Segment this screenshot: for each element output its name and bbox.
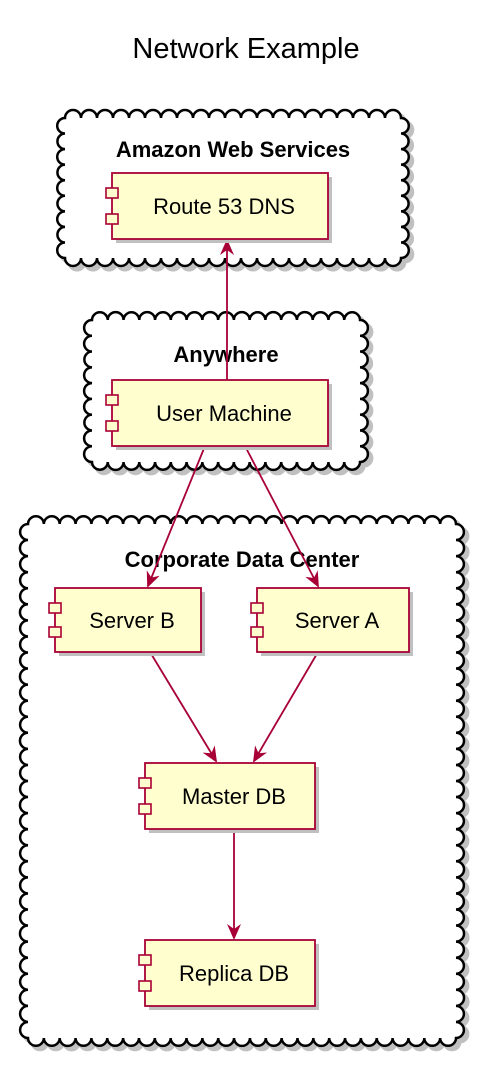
component-tab-icon [250,626,264,638]
component-label-master: Master DB [182,784,286,809]
edge-user-servera [244,445,319,588]
component-user[interactable]: User Machine [105,379,332,450]
component-label-replica: Replica DB [179,961,289,986]
component-tab-icon [138,803,152,815]
component-tab-icon [105,213,119,225]
component-tab-icon [105,394,119,406]
component-body [111,172,329,240]
cloud-title-corp: Corporate Data Center [125,547,360,572]
component-label-serverb: Server B [89,608,175,633]
component-tab-icon [138,980,152,992]
cloud-title-anywhere: Anywhere [173,342,278,367]
component-master[interactable]: Master DB [138,762,319,833]
component-tab-icon [250,602,264,614]
edge-user-serverb [146,445,206,588]
component-tab-icon [138,777,152,789]
edge-servera-master [252,651,319,763]
edge-layer [146,239,319,940]
component-tab-icon [48,626,62,638]
component-tab-icon [105,420,119,432]
edge-serverb-master [149,651,218,763]
component-tab-icon [48,602,62,614]
component-body [54,587,202,653]
component-route53[interactable]: Route 53 DNS [105,172,332,243]
component-label-route53: Route 53 DNS [153,194,295,219]
diagram-title: Network Example [132,33,359,65]
cloud-title-aws: Amazon Web Services [116,137,350,162]
component-servera[interactable]: Server A [250,587,413,656]
component-body [144,939,316,1007]
component-label-user: User Machine [156,401,292,426]
component-body [144,762,316,830]
component-replica[interactable]: Replica DB [138,939,319,1010]
component-tab-icon [105,187,119,199]
component-body [256,587,410,653]
component-body [111,379,329,447]
component-serverb[interactable]: Server B [48,587,205,656]
component-label-servera: Server A [295,608,380,633]
component-tab-icon [138,954,152,966]
